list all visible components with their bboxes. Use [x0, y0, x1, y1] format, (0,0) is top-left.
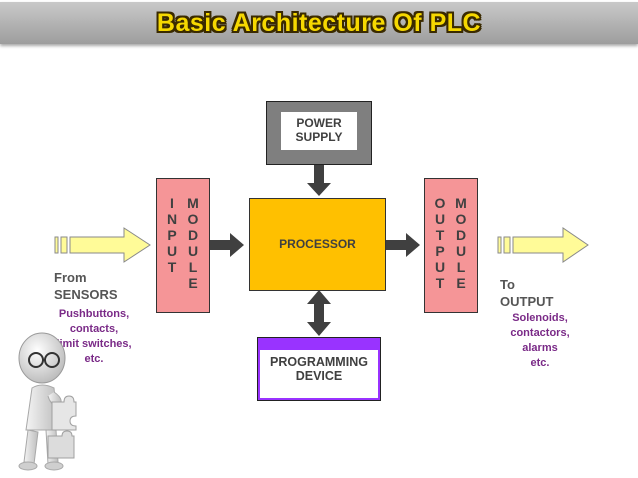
to-label: To [500, 277, 515, 292]
arrow-processor-to-output [386, 233, 420, 257]
programming-device-block: PROGRAMMING DEVICE [257, 337, 381, 401]
input-example-item: limit switches, [56, 338, 132, 350]
sensor-input-arrow [54, 227, 151, 263]
input-example-item: contacts, [69, 323, 119, 335]
input-letter: N [166, 211, 178, 227]
module-letter: U [187, 243, 199, 259]
output-module-col2: M O D U L E [454, 195, 468, 291]
arrow-power-to-processor [307, 165, 331, 196]
output-example-item: etc. [530, 357, 550, 369]
programming-device-inner: PROGRAMMING DEVICE [260, 350, 378, 398]
title-bar [0, 2, 638, 44]
input-letter: I [170, 195, 174, 211]
input-module-col2: M O D U L E [186, 195, 200, 291]
from-sensors-label: From SENSORS [54, 269, 118, 303]
module-letter: O [455, 211, 467, 227]
module-letter: L [456, 259, 466, 275]
module-letter: M [187, 195, 199, 211]
output-examples: Solenoids, contactors, alarms etc. [500, 311, 580, 371]
module-letter: E [188, 275, 198, 291]
input-letter: U [166, 243, 178, 259]
processor-label: PROCESSOR [279, 237, 356, 251]
module-letter: M [455, 195, 467, 211]
input-example-item: etc. [84, 353, 104, 365]
output-label: OUTPUT [500, 294, 554, 309]
thinking-figure-icon [18, 332, 66, 471]
output-letter: P [435, 243, 445, 259]
input-module-block: I N P U T M O D U L E [156, 178, 210, 313]
module-letter: U [455, 243, 467, 259]
power-supply-inner: POWER SUPPLY [281, 112, 357, 150]
arrow-input-to-processor [210, 233, 244, 257]
module-letter: D [455, 227, 467, 243]
page-title: Basic Architecture Of PLC [156, 9, 482, 37]
input-examples: Pushbuttons, contacts, limit switches, e… [48, 307, 140, 367]
power-supply-label-line2: SUPPLY [295, 130, 343, 144]
power-supply-block: POWER SUPPLY [266, 101, 372, 165]
programming-device-label-line1: PROGRAMMING [270, 355, 368, 369]
sensors-label: SENSORS [54, 287, 118, 302]
output-module-block: O U T P U T M O D U L E [424, 178, 478, 313]
output-module-col1: O U T P U T [433, 195, 447, 291]
module-letter: O [187, 211, 199, 227]
module-letter: D [187, 227, 199, 243]
input-example-item: Pushbuttons, [58, 308, 130, 320]
from-label: From [54, 270, 87, 285]
output-letter: T [435, 275, 445, 291]
output-example-item: contactors, [510, 327, 570, 339]
output-letter: U [434, 259, 446, 275]
input-module-col1: I N P U T [165, 195, 179, 275]
power-supply-label-line1: POWER [296, 116, 342, 130]
output-letter: U [434, 211, 446, 227]
output-arrow [497, 227, 589, 263]
module-letter: L [188, 259, 198, 275]
to-output-label: To OUTPUT [500, 276, 553, 310]
input-letter: T [167, 259, 177, 275]
arrow-processor-programming-bidirectional [307, 290, 331, 336]
programming-device-label-line2: DEVICE [295, 369, 343, 383]
processor-block: PROCESSOR [249, 198, 386, 291]
output-example-item: Solenoids, [512, 312, 568, 324]
output-letter: O [434, 195, 446, 211]
output-example-item: alarms [522, 342, 558, 354]
input-letter: P [167, 227, 177, 243]
module-letter: E [456, 275, 466, 291]
puzzle-piece-icon [47, 395, 77, 459]
output-letter: T [435, 227, 445, 243]
